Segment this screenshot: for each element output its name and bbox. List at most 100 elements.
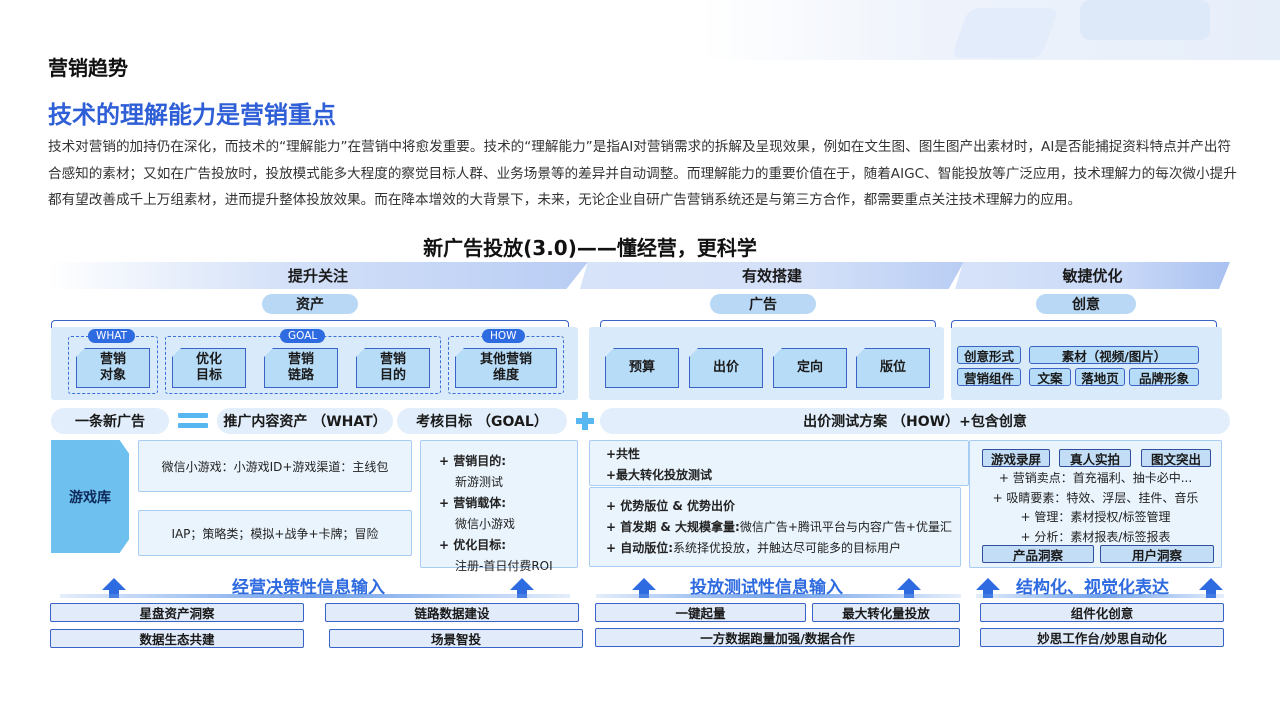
row-new-ad: 一条新广告 — [51, 408, 169, 434]
creative-line: + 分析：素材报表/标签报表 — [1020, 529, 1171, 544]
up-arrow-icon — [1199, 578, 1223, 598]
common-box: +共性 +最大转化投放测试 — [589, 440, 969, 486]
goal-list-head: + 优化目标: — [439, 538, 507, 552]
chip-game-recording: 游戏录屏 — [982, 449, 1050, 467]
bracket-right — [951, 320, 1217, 328]
divider-line — [60, 594, 570, 598]
game-info: 微信小游戏：小游戏ID+游戏渠道：主线包 — [161, 459, 389, 474]
up-arrow-icon — [102, 578, 126, 598]
up-arrow-icon — [897, 578, 921, 598]
chip-user-insight: 用户洞察 — [1100, 545, 1214, 563]
tag-goal: GOAL — [280, 329, 326, 343]
creative-line: + 吸睛要素：特效、浮层、挂件、音乐 — [992, 490, 1199, 505]
bid-list-head: + 自动版位: — [606, 541, 674, 555]
pill-asset: 资产 — [262, 294, 358, 314]
chip-creative-form: 创意形式 — [957, 346, 1021, 364]
bracket-middle — [600, 320, 936, 328]
wechat-minigame-box: 微信小游戏：小游戏ID+游戏渠道：主线包 — [138, 440, 412, 492]
decorative-shape — [1080, 0, 1210, 40]
creative-lines: + 营销卖点：首充福利、抽卡必中... + 吸睛要素：特效、浮层、挂件、音乐 +… — [969, 469, 1222, 547]
bracket-left — [51, 320, 569, 328]
io-label-decision: 经营决策性信息输入 — [232, 578, 385, 598]
creative-line: + 营销卖点：首充福利、抽卡必中... — [998, 471, 1193, 485]
iap-strategy-box: IAP；策略类；模拟+战争+卡牌；冒险 — [138, 510, 412, 556]
common-line: +共性 — [606, 447, 641, 461]
chip-copy: 文案 — [1029, 368, 1071, 386]
bid-list-box: + 优势版位 & 优势出价 + 首发期 & 大规模拿量:微信广告+腾讯平台与内容… — [589, 487, 961, 567]
game-library: 游戏库 — [51, 440, 129, 553]
box-label: 定向 — [796, 360, 823, 375]
bottom-component-creative: 组件化创意 — [980, 603, 1224, 622]
chip-live-action: 真人实拍 — [1059, 449, 1131, 467]
box-label: 营销 对象 — [99, 352, 126, 383]
bottom-star-asset: 星盘资产洞察 — [50, 603, 304, 622]
goal-list-sub: 注册-首日付费ROI — [455, 559, 553, 573]
box-marketing-object: 营销 对象 — [76, 348, 150, 388]
tag-what: WHAT — [88, 329, 136, 343]
headline: 技术的理解能力是营销重点 — [48, 101, 336, 129]
row-goal: 考核目标 （GOAL） — [397, 408, 567, 434]
creative-line: + 管理：素材授权/标签管理 — [1020, 510, 1171, 524]
goal-list-sub: 微信小游戏 — [455, 517, 516, 531]
bottom-data-eco: 数据生态共建 — [50, 629, 304, 648]
bottom-link-data: 链路数据建设 — [325, 603, 579, 622]
bid-list-head: + 优势版位 & 优势出价 — [606, 499, 736, 513]
io-label-test: 投放测试性信息输入 — [690, 578, 843, 598]
divider-line — [976, 594, 1224, 598]
row-asset-what: 推广内容资产 （WHAT） — [217, 408, 393, 434]
goal-list-sub: 新游测试 — [455, 475, 504, 489]
up-arrow-icon — [510, 578, 534, 598]
box-budget: 预算 — [605, 348, 679, 388]
bid-list-rest: 微信广告+腾讯平台与内容广告+优量汇 — [739, 520, 952, 534]
bid-list-head: + 首发期 & 大规模拿量: — [606, 520, 740, 534]
box-placement: 版位 — [856, 348, 930, 388]
box-marketing-purpose: 营销 目的 — [356, 348, 430, 388]
band-optimize: 敏捷优化 — [955, 262, 1230, 289]
section-title: 营销趋势 — [48, 56, 128, 80]
goal-list-head: + 营销载体: — [439, 496, 507, 510]
box-bid: 出价 — [689, 348, 763, 388]
band-build: 有效搭建 — [580, 262, 964, 289]
box-optimize-goal: 优化 目标 — [172, 348, 246, 388]
goal-list-box: + 营销目的: 新游测试 + 营销载体: 微信小游戏 + 优化目标: 注册-首日… — [420, 440, 578, 573]
box-label: 营销 目的 — [379, 352, 406, 383]
bottom-one-click: 一键起量 — [595, 603, 806, 622]
chip-product-insight: 产品洞察 — [982, 545, 1094, 563]
plus-icon — [576, 412, 594, 430]
diagram-title: 新广告投放(3.0)——懂经营，更科学 — [423, 236, 757, 260]
equals-icon — [178, 413, 208, 429]
bottom-first-party: 一方数据跑量加强/数据合作 — [595, 628, 960, 647]
chip-landing: 落地页 — [1075, 368, 1125, 386]
bottom-scene-smart: 场景智投 — [329, 629, 583, 648]
up-arrow-icon — [976, 578, 1000, 598]
bottom-miaosi: 妙思工作台/妙思自动化 — [980, 628, 1224, 647]
chip-image-text: 图文突出 — [1141, 449, 1211, 467]
box-label: 优化 目标 — [195, 352, 222, 383]
pill-creative: 创意 — [1036, 294, 1136, 314]
box-label: 预算 — [628, 360, 655, 375]
box-label: 营销 链路 — [287, 352, 314, 383]
box-targeting: 定向 — [773, 348, 847, 388]
box-label: 版位 — [879, 360, 906, 375]
chip-brand: 品牌形象 — [1129, 368, 1199, 386]
box-label: 其他营销 维度 — [479, 352, 532, 383]
tag-how: HOW — [482, 329, 525, 343]
bottom-max-conversion: 最大转化量投放 — [812, 603, 960, 622]
chip-material: 素材（视频/图片） — [1029, 346, 1199, 364]
intro-paragraph: 技术对营销的加持仍在深化，而技术的“理解能力”在营销中将愈发重要。技术的“理解能… — [48, 139, 1237, 208]
bid-list-rest: 系统择优投放，并触达尽可能多的目标用户 — [673, 541, 902, 555]
chip-component: 营销组件 — [957, 368, 1021, 386]
row-bid-plan: 出价测试方案 （HOW）+包含创意 — [600, 408, 1230, 434]
common-line: +最大转化投放测试 — [606, 468, 713, 482]
box-label: 出价 — [712, 360, 739, 375]
box-marketing-link: 营销 链路 — [264, 348, 338, 388]
game-info: IAP；策略类；模拟+战争+卡牌；冒险 — [171, 526, 379, 541]
up-arrow-icon — [632, 578, 656, 598]
pill-ad: 广告 — [710, 294, 816, 314]
divider-line — [596, 594, 961, 598]
goal-list-head: + 营销目的: — [439, 454, 507, 468]
box-other-dimensions: 其他营销 维度 — [455, 348, 557, 388]
decorative-shape — [950, 8, 1060, 58]
band-focus: 提升关注 — [48, 262, 588, 289]
io-label-structure: 结构化、视觉化表达 — [1016, 578, 1169, 598]
